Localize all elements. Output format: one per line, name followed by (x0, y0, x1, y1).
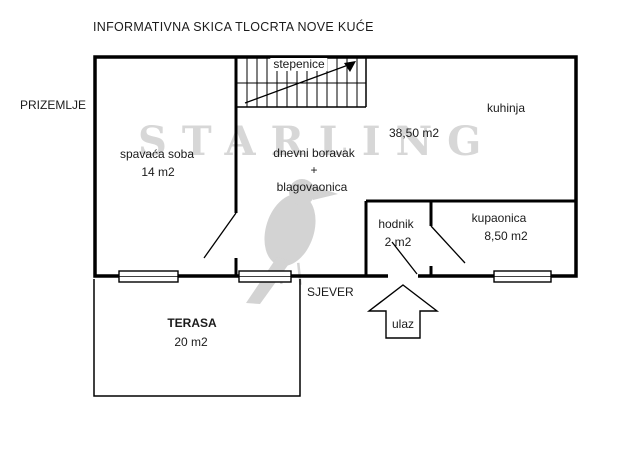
floor-label: PRIZEMLJE (20, 98, 87, 112)
room-label-living: dnevni boravak (273, 146, 355, 160)
bird-watermark-icon (246, 179, 338, 304)
bedroom-area: 14 m2 (141, 165, 175, 179)
entrance-arrow-icon (366, 284, 440, 339)
door-lines (203, 212, 466, 275)
terrace-area: 20 m2 (174, 335, 208, 349)
room-label-bathroom: kupaonica (471, 211, 527, 225)
north-label: SJEVER (307, 285, 354, 299)
living-plus-sign: + (310, 163, 318, 177)
plan-title: INFORMATIVNA SKICA TLOCRTA NOVE KUĆE (93, 20, 374, 34)
bathroom-area: 8,50 m2 (484, 229, 528, 243)
stairs-direction-arrowhead (344, 61, 356, 72)
entrance-label: ulaz (391, 317, 415, 331)
room-label-kitchen: kuhinja (486, 101, 526, 115)
kitchen-area: 38,50 m2 (388, 126, 440, 140)
room-label-stairs: stepenice (270, 57, 328, 72)
room-label-hallway: hodnik (378, 217, 414, 231)
watermark-text: STARLING (138, 118, 497, 165)
room-label-terrace: TERASA (167, 316, 217, 330)
hallway-area: 2 m2 (384, 235, 412, 249)
terrace-outline (93, 279, 301, 397)
room-label-bedroom: spavaća soba (119, 147, 195, 161)
room-label-dining: blagovaonica (276, 180, 348, 194)
entrance-opening (388, 273, 418, 280)
